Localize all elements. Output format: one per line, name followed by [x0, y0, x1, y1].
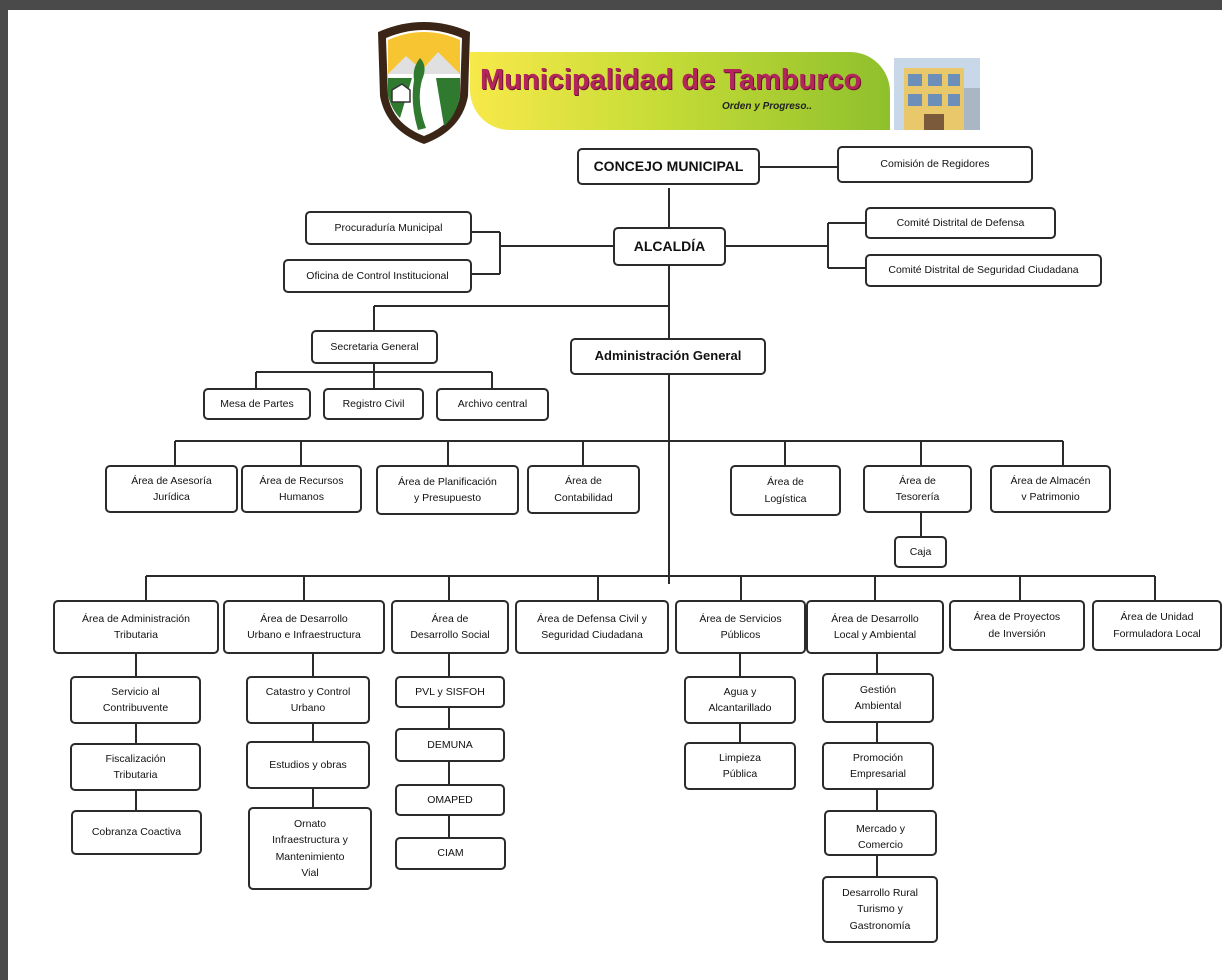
node-registro-civil: Registro Civil	[323, 388, 424, 420]
node-archivo-central: Archivo central	[436, 388, 549, 421]
node-concejo-municipal: CONCEJO MUNICIPAL	[577, 148, 760, 185]
org-chart-page: Municipalidad de Tamburco Orden y Progre…	[8, 10, 1222, 980]
node-logistica: Área de Logística	[730, 465, 841, 516]
node-tesoreria: Área de Tesorería	[863, 465, 972, 513]
node-comision-regidores: Comisión de Regidores	[837, 146, 1033, 183]
node-pvl-sisfoh: PVL y SISFOH	[395, 676, 505, 708]
connector	[255, 364, 493, 388]
node-desarrollo-social: Área de Desarrollo Social	[391, 600, 509, 654]
node-gestion-ambiental: Gestión Ambiental	[822, 673, 934, 723]
node-secretaria-general: Secretaria General	[311, 330, 438, 364]
node-caja: Caja	[894, 536, 947, 568]
node-catastro: Catastro y Control Urbano	[246, 676, 370, 724]
node-planificacion: Área de Planificación y Presupuesto	[376, 465, 519, 515]
municipal-building-image	[894, 58, 980, 130]
node-desarrollo-local: Área de Desarrollo Local y Ambiental	[806, 600, 944, 654]
node-administracion-general: Administración General	[570, 338, 766, 375]
node-alcaldia: ALCALDÍA	[613, 227, 726, 266]
connector	[174, 441, 1064, 465]
municipality-logo: Municipalidad de Tamburco Orden y Progre…	[372, 18, 988, 150]
node-unidad-formuladora: Área de Unidad Formuladora Local	[1092, 600, 1222, 651]
banner-background	[470, 52, 890, 130]
node-comite-defensa: Comité Distrital de Defensa	[865, 207, 1056, 239]
connector-lines	[135, 166, 1156, 876]
node-asesoria-juridica: Área de Asesoría Jurídica	[105, 465, 238, 513]
node-omaped: OMAPED	[395, 784, 505, 816]
node-promocion-empresarial: Promoción Empresarial	[822, 742, 934, 790]
node-oficina-control: Oficina de Control Institucional	[283, 259, 472, 293]
node-procuraduria: Procuraduría Municipal	[305, 211, 472, 245]
shield-emblem	[378, 22, 470, 144]
node-mercado-comercio: Mercado y Comercio	[824, 810, 937, 856]
node-demuna: DEMUNA	[395, 728, 505, 762]
node-agua-alcantarillado: Agua y Alcantarillado	[684, 676, 796, 724]
node-limpieza-publica: Limpieza Pública	[684, 742, 796, 790]
node-estudios-obras: Estudios y obras	[246, 741, 370, 789]
connector	[726, 222, 865, 269]
node-almacen: Área de Almacén v Patrimonio	[990, 465, 1111, 513]
connector	[470, 231, 613, 275]
node-administracion-tributaria: Área de Administración Tributaria	[53, 600, 219, 654]
node-ornato: Ornato Infraestructura y Mantenimiento V…	[248, 807, 372, 890]
node-recursos-humanos: Área de Recursos Humanos	[241, 465, 362, 513]
node-desarrollo-rural: Desarrollo Rural Turismo y Gastronomía	[822, 876, 938, 943]
node-proyectos-inversion: Área de Proyectos de Inversión	[949, 600, 1085, 651]
logo-title: Municipalidad de Tamburco	[480, 64, 862, 96]
node-fiscalizacion-tributaria: Fiscalización Tributaria	[70, 743, 201, 791]
logo-tagline: Orden y Progreso..	[722, 101, 813, 112]
node-servicio-contribuyente: Servicio al Contribuvente	[70, 676, 201, 724]
node-desarrollo-urbano: Área de Desarrollo Urbano e Infraestruct…	[223, 600, 385, 654]
node-contabilidad: Área de Contabilidad	[527, 465, 640, 514]
node-comite-seguridad: Comité Distrital de Seguridad Ciudadana	[865, 254, 1102, 287]
node-ciam: CIAM	[395, 837, 506, 870]
node-cobranza-coactiva: Cobranza Coactiva	[71, 810, 202, 855]
connector	[145, 576, 1156, 600]
node-servicios-publicos: Área de Servicios Públicos	[675, 600, 806, 654]
node-mesa-partes: Mesa de Partes	[203, 388, 311, 420]
node-defensa-civil: Área de Defensa Civil y Seguridad Ciudad…	[515, 600, 669, 654]
